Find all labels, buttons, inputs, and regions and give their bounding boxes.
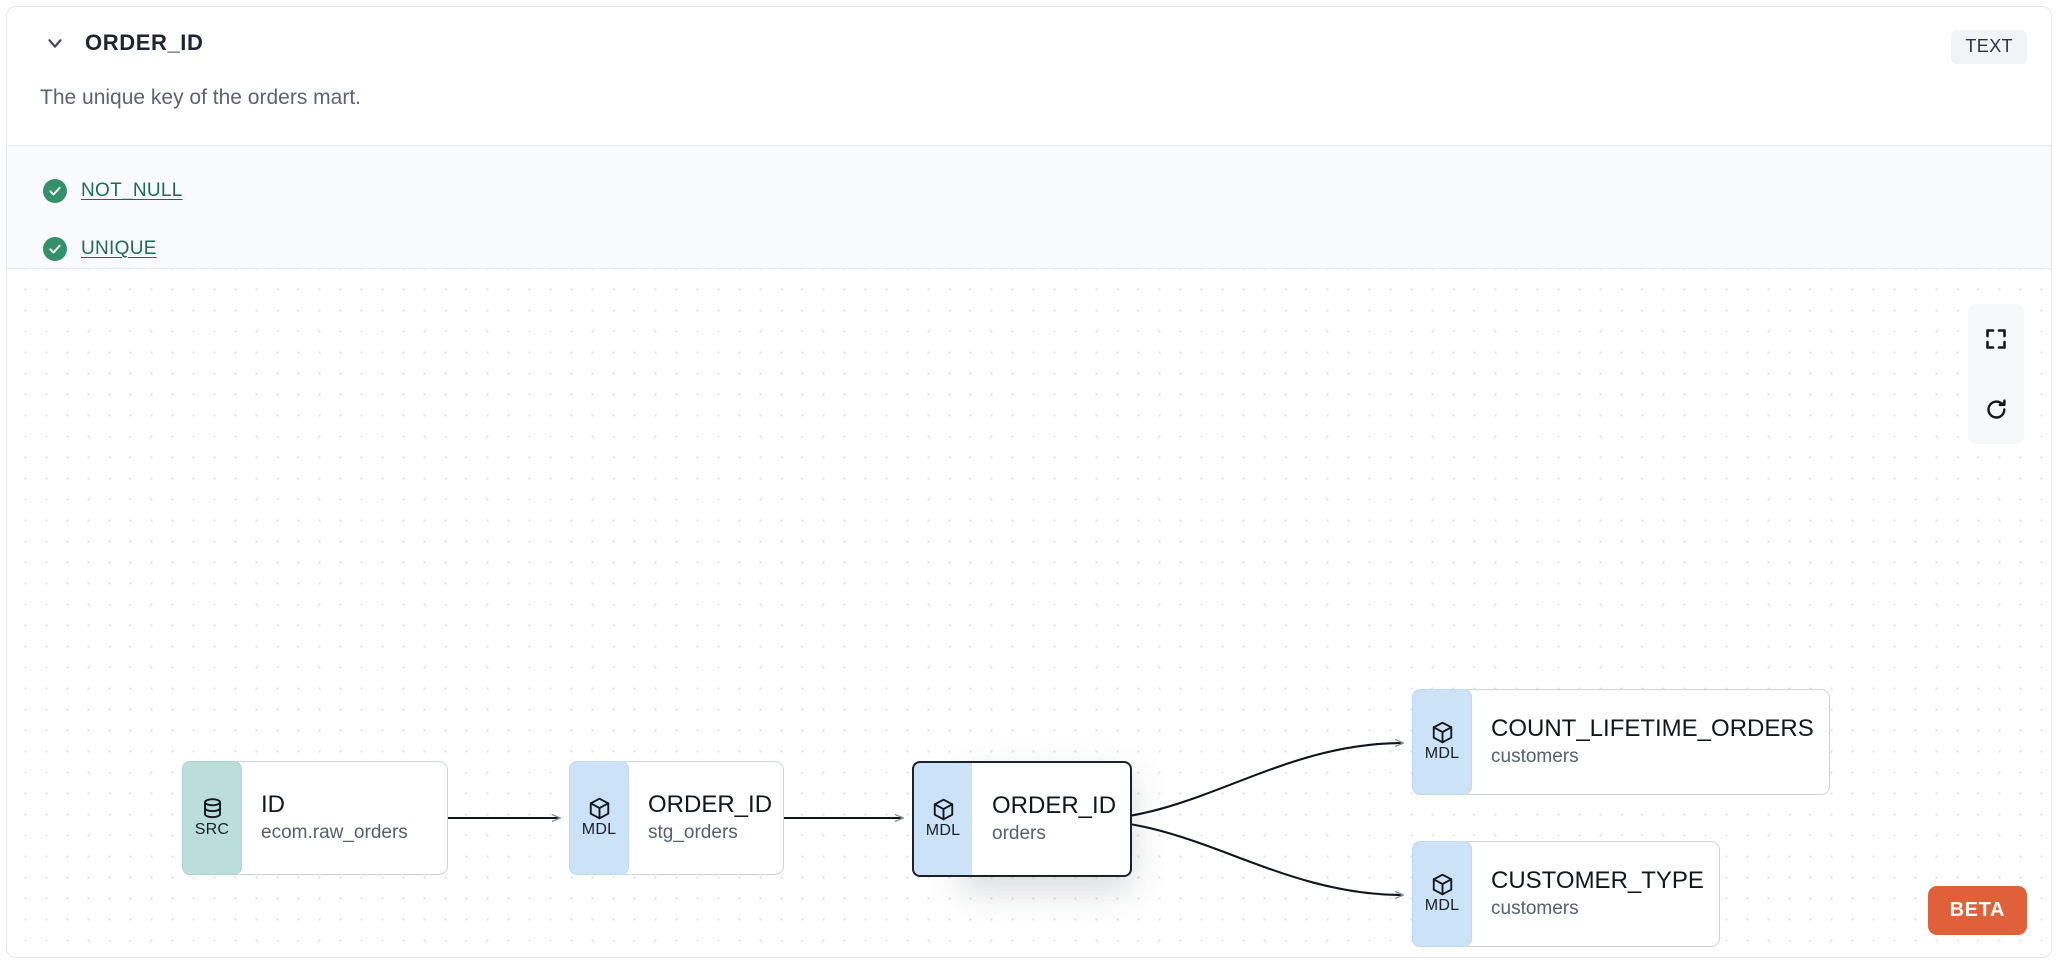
lineage-node-orders-selected[interactable]: MDL ORDER_ID orders	[912, 761, 1132, 877]
node-kind-badge: MDL	[1412, 689, 1472, 795]
node-source-name: stg_orders	[648, 821, 738, 843]
lineage-node-customer-type[interactable]: MDL CUSTOMER_TYPE customers	[1412, 841, 1720, 947]
refresh-icon	[1984, 397, 2009, 422]
node-kind-label: MDL	[925, 822, 961, 839]
node-column-name: CUSTOMER_TYPE	[1491, 867, 1704, 895]
data-type-badge: TEXT	[1951, 30, 2027, 64]
chevron-down-icon[interactable]	[41, 29, 69, 57]
cube-icon	[931, 797, 956, 822]
node-source-name: orders	[992, 822, 1046, 844]
fullscreen-button[interactable]	[1968, 304, 2024, 374]
panel-header: ORDER_ID TEXT The unique key of the orde…	[7, 7, 2051, 145]
page-title: ORDER_ID	[85, 30, 204, 55]
node-kind-label: SRC	[194, 821, 230, 838]
lineage-node-count-lifetime-orders[interactable]: MDL COUNT_LIFETIME_ORDERS customers	[1412, 689, 1830, 795]
cube-icon	[1430, 720, 1455, 745]
beta-badge[interactable]: BETA	[1927, 886, 2027, 935]
test-row[interactable]: UNIQUE	[7, 220, 2051, 278]
tests-section: NOT_NULL UNIQUE	[7, 145, 2051, 269]
node-column-name: ORDER_ID	[648, 791, 773, 819]
node-source-name: ecom.raw_orders	[261, 821, 408, 843]
node-kind-label: MDL	[1424, 897, 1460, 914]
node-body: CUSTOMER_TYPE customers	[1460, 841, 1720, 947]
fullscreen-icon	[1984, 327, 2008, 351]
node-body: ID ecom.raw_orders	[230, 761, 448, 875]
node-kind-badge: MDL	[1412, 841, 1472, 947]
cube-icon	[1430, 872, 1455, 897]
node-body: ORDER_ID stg_orders	[617, 761, 784, 875]
node-kind-badge: SRC	[182, 761, 242, 875]
node-body: ORDER_ID orders	[960, 761, 1132, 877]
check-circle-icon	[43, 237, 67, 261]
node-body: COUNT_LIFETIME_ORDERS customers	[1460, 689, 1830, 795]
node-kind-badge: MDL	[912, 761, 972, 877]
header-title-row: ORDER_ID	[41, 29, 204, 57]
node-source-name: customers	[1491, 745, 1579, 767]
node-kind-label: MDL	[581, 821, 617, 838]
node-kind-label: MDL	[1424, 745, 1460, 762]
node-column-name: ID	[261, 791, 285, 819]
node-column-name: COUNT_LIFETIME_ORDERS	[1491, 715, 1814, 743]
database-icon	[200, 796, 225, 821]
node-column-name: ORDER_ID	[992, 792, 1117, 820]
check-circle-icon	[43, 179, 67, 203]
test-link-not-null[interactable]: NOT_NULL	[81, 180, 183, 201]
column-description: The unique key of the orders mart.	[40, 86, 361, 109]
node-kind-badge: MDL	[569, 761, 629, 875]
test-link-unique[interactable]: UNIQUE	[81, 238, 157, 259]
column-detail-panel: ORDER_ID TEXT The unique key of the orde…	[6, 6, 2052, 958]
node-source-name: customers	[1491, 897, 1579, 919]
cube-icon	[587, 796, 612, 821]
test-row[interactable]: NOT_NULL	[7, 162, 2051, 220]
refresh-button[interactable]	[1968, 374, 2024, 444]
lineage-node-src[interactable]: SRC ID ecom.raw_orders	[182, 761, 448, 875]
canvas-controls	[1968, 304, 2024, 444]
lineage-canvas[interactable]: SRC ID ecom.raw_orders MDL ORDE	[7, 269, 2051, 957]
lineage-node-stg-orders[interactable]: MDL ORDER_ID stg_orders	[569, 761, 784, 875]
